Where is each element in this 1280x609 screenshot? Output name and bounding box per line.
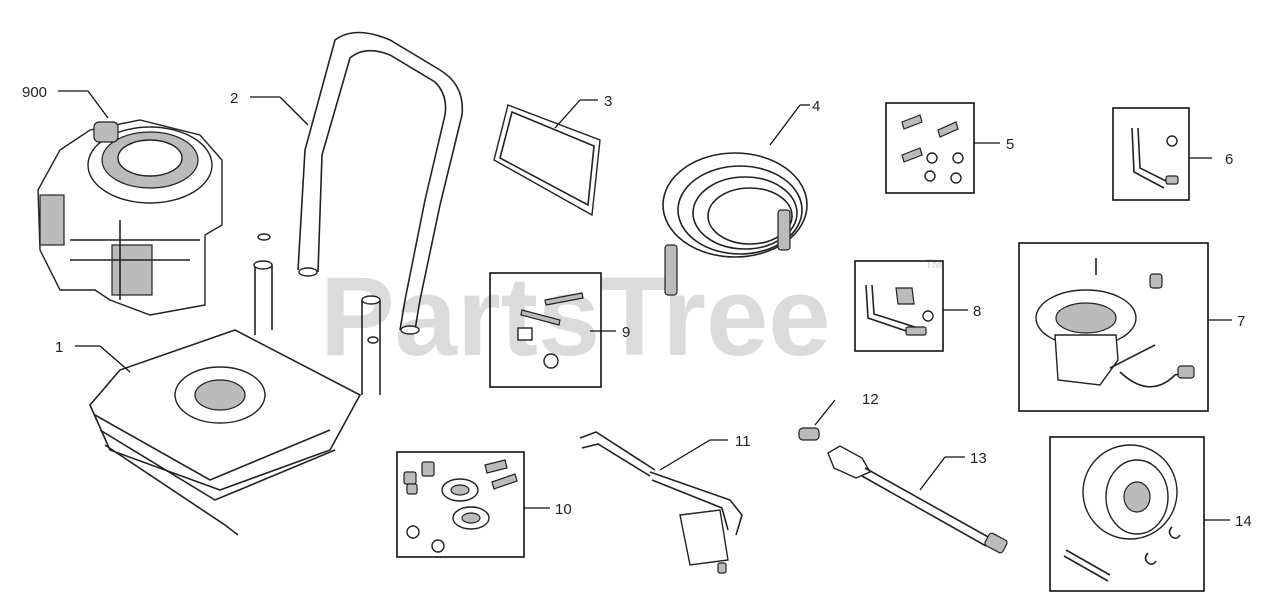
part-wheel[interactable] [1063,444,1181,582]
wheel-box [1049,436,1205,592]
kit-box-6 [1112,107,1190,201]
leader-hose [769,104,801,146]
callout-9: 9 [622,324,630,341]
part-pump[interactable] [1035,258,1195,388]
callout-engine: 900 [22,84,47,101]
leader-13 [919,456,946,491]
part-handle[interactable] [297,31,464,335]
callout-14: 14 [1235,513,1252,530]
kit-box-8 [854,260,944,352]
part-spray-gun[interactable] [579,431,743,574]
callout-13: 13 [970,450,987,467]
part-hardware-kit-5[interactable] [901,114,964,184]
callout-7: 7 [1237,313,1245,330]
leader-11 [659,439,711,471]
callout-6: 6 [1225,151,1233,168]
kit-box-5 [885,102,975,194]
kit-box-9 [489,272,602,388]
part-hardware-kit-6[interactable] [1131,127,1179,189]
part-manual[interactable] [493,104,601,217]
kit-box-10 [396,451,525,558]
callout-manual: 3 [604,93,612,110]
callout-hose: 4 [812,98,820,115]
callout-frame: 1 [55,339,63,356]
callout-handle: 2 [230,90,238,107]
watermark: PartsTree [320,254,831,379]
callout-12: 12 [862,391,879,408]
callout-10: 10 [555,501,572,518]
part-nozzle-tip[interactable] [798,427,820,441]
leader-12 [814,399,836,426]
pump-box [1018,242,1209,412]
part-wand[interactable] [827,445,1008,554]
watermark-tm: TM [925,257,942,271]
part-frame[interactable] [89,233,381,536]
part-wheel-hardware[interactable] [403,459,518,553]
callout-8: 8 [973,303,981,320]
part-hardware-kit-9[interactable] [517,292,584,369]
callout-5: 5 [1006,136,1014,153]
callout-11: 11 [735,433,751,450]
part-engine[interactable] [37,119,223,316]
part-hose[interactable] [662,152,808,296]
part-hardware-kit-8[interactable] [865,284,934,336]
leader-manual [554,99,581,129]
